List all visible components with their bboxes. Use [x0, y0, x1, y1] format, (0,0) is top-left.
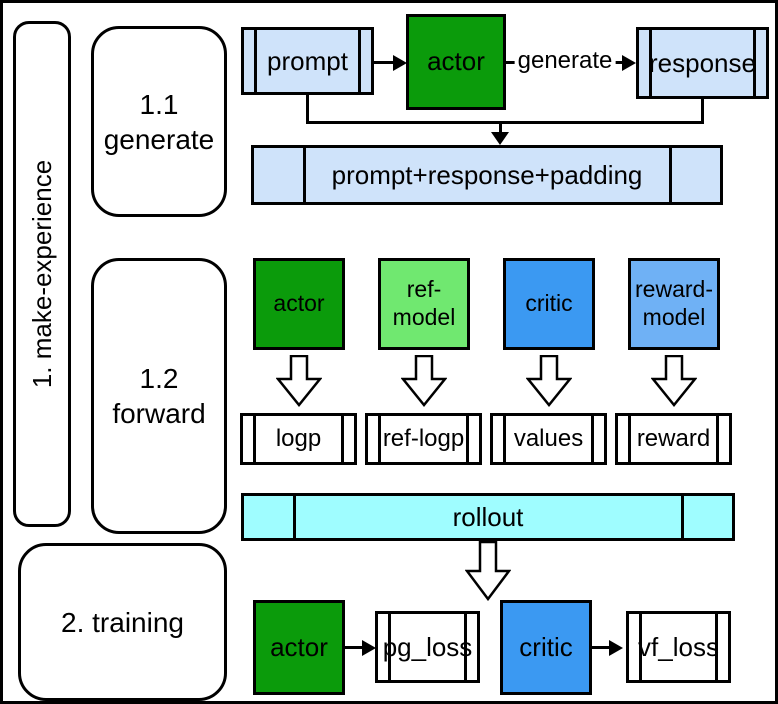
prompt-down-line [306, 95, 309, 124]
generate-arrowhead-icon [622, 55, 636, 71]
response-tokens-box: response [636, 27, 769, 99]
rollout-label: rollout [452, 501, 524, 532]
prompt-response-padding-label: prompt+response+padding [331, 159, 643, 190]
block-arrow-down-icon [465, 541, 511, 601]
actor-training-label: actor [270, 631, 328, 662]
block-arrow-down-icon [526, 355, 572, 407]
block-arrow-down-icon [401, 355, 447, 407]
actor-model-box-training: actor [253, 600, 345, 695]
prompt-to-actor-arrowhead-icon [393, 55, 407, 71]
generate-arrow-label: generate [514, 47, 616, 75]
actor-model-box-forward: actor [253, 258, 345, 350]
reward-label: reward [636, 425, 711, 452]
vf-loss-box: vf_loss [626, 611, 731, 683]
actor-forward-label: actor [273, 290, 325, 317]
stage-forward-number: 1.2 [139, 363, 179, 394]
block-arrow-down-icon [651, 355, 697, 407]
reward-model-label2: model [642, 304, 706, 330]
ref-logp-label: ref-logp [382, 425, 465, 452]
stage-generate-box: 1.1 generate [91, 26, 227, 217]
vf-loss-label: vf_loss [638, 631, 719, 662]
stage-forward-label: forward [112, 398, 206, 429]
pg-loss-box: pg_loss [375, 611, 480, 683]
logp-label: logp [275, 425, 322, 452]
critic-to-vfloss-line [592, 646, 612, 649]
stage-make-experience-label: 1. make-experience [26, 159, 57, 389]
stage-training-label: 2. training [61, 606, 184, 638]
ref-model-label2: model [392, 304, 456, 330]
actor-to-pgloss-arrowhead-icon [362, 640, 376, 656]
critic-to-vfloss-arrowhead-icon [609, 640, 623, 656]
reward-model-label: reward- [635, 276, 713, 303]
merge-horizontal-line [306, 121, 704, 124]
critic-forward-label: critic [525, 290, 573, 317]
merge-arrowhead-icon [491, 132, 509, 145]
prompt-tokens-box: prompt [241, 27, 374, 95]
logp-output-box: logp [240, 413, 357, 465]
critic-model-box-forward: critic [503, 258, 595, 350]
ref-model-label: ref- [406, 276, 442, 303]
stage-forward-box: 1.2 forward [91, 258, 227, 534]
pg-loss-label: pg_loss [382, 631, 473, 662]
block-arrow-down-icon [276, 355, 322, 407]
actor-model-box-generate: actor [406, 14, 506, 110]
reward-output-box: reward [615, 413, 732, 465]
rollout-bar: rollout [241, 493, 735, 541]
ref-logp-output-box: ref-logp [365, 413, 482, 465]
critic-model-box-training: critic [500, 600, 592, 695]
prompt-to-actor-line [374, 61, 396, 64]
prompt-label: prompt [267, 45, 348, 76]
stage-generate-label: generate [103, 123, 215, 155]
ref-model-box: ref- model [378, 258, 470, 350]
prompt-response-padding-bar: prompt+response+padding [251, 145, 723, 205]
stage-generate-number: 1.1 [139, 88, 179, 120]
values-output-box: values [490, 413, 607, 465]
stage-training-box: 2. training [18, 543, 227, 701]
merge-down-line [499, 121, 502, 135]
reward-model-box: reward- model [628, 258, 720, 350]
values-label: values [513, 425, 584, 452]
stage-make-experience-box: 1. make-experience [13, 21, 71, 527]
critic-training-label: critic [519, 631, 573, 662]
response-label: response [649, 47, 756, 78]
actor-to-pgloss-line [345, 646, 365, 649]
actor-label: actor [427, 46, 485, 77]
response-down-line [701, 99, 704, 124]
